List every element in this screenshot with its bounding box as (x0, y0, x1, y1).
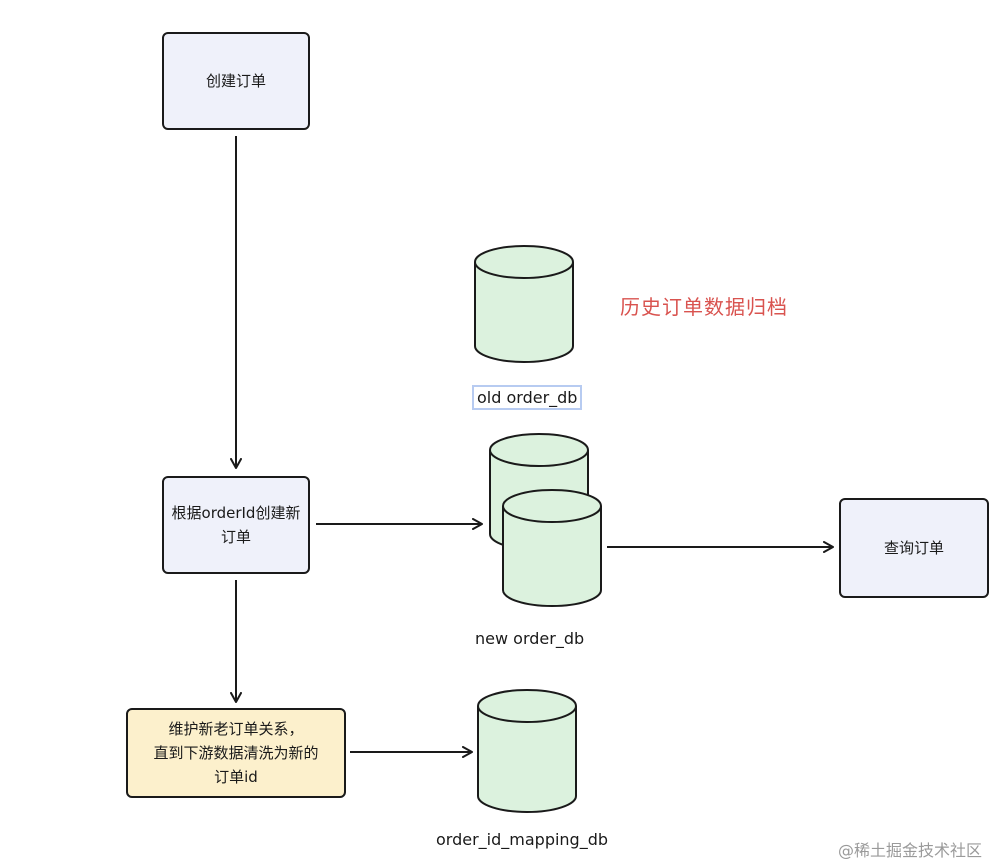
new-order-db-cylinder-front (502, 489, 602, 607)
maintain-mapping-line-3: 订单id (214, 768, 258, 786)
new-order-db-label: new order_db (475, 629, 585, 648)
mapping-db-cylinder (477, 689, 577, 813)
old-order-db-cylinder (474, 245, 574, 363)
create-order-text: 创建订单 (205, 72, 266, 90)
create-order-box: 创建订单 (162, 32, 310, 130)
maintain-mapping-line-1: 维护新老订单关系， (168, 720, 304, 738)
create-new-order-box: 根据orderId创建新订单 (162, 476, 310, 574)
archive-annotation: 历史订单数据归档 (620, 295, 788, 319)
maintain-mapping-line-2: 直到下游数据清洗为新的 (153, 744, 319, 762)
query-order-box: 查询订单 (839, 498, 989, 598)
mapping-db-label: order_id_mapping_db (436, 830, 609, 849)
watermark: @稀土掘金技术社区 (838, 841, 983, 860)
create-new-order-text: 根据orderId创建新订单 (171, 504, 301, 546)
maintain-mapping-box: 维护新老订单关系， 直到下游数据清洗为新的 订单id (126, 708, 346, 798)
query-order-text: 查询订单 (883, 539, 944, 557)
old-order-db-label: old order_db (472, 385, 583, 410)
